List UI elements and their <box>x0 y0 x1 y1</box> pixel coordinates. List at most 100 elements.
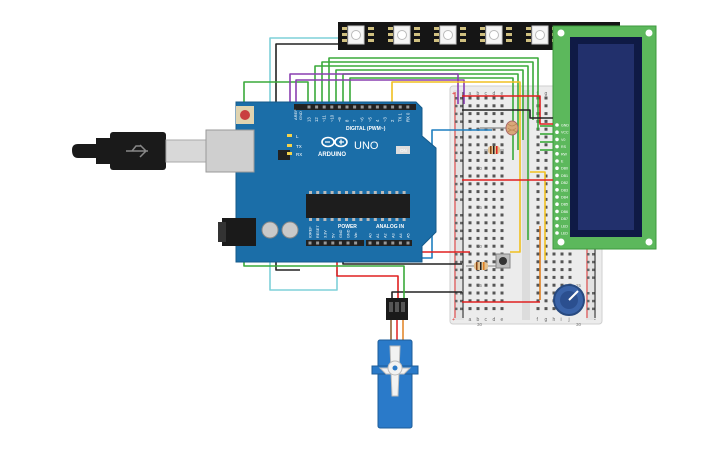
rail-hole <box>455 182 458 186</box>
analog-pin[interactable] <box>398 241 402 245</box>
breadboard-hole <box>568 275 572 279</box>
breadboard-hole <box>500 182 504 186</box>
rail-hole <box>460 276 463 279</box>
breadboard-hole <box>536 299 540 303</box>
breadboard-hole <box>476 299 480 303</box>
breadboard-hole <box>476 112 480 116</box>
servo-motor[interactable] <box>371 298 419 429</box>
resistor-top[interactable] <box>484 146 504 154</box>
photoresistor[interactable] <box>480 120 519 136</box>
breadboard-hole <box>492 112 496 116</box>
lcd-pin-label: DB2 <box>561 181 568 185</box>
digital-pin[interactable] <box>383 105 387 109</box>
rail-hole <box>587 299 590 303</box>
breadboard-hole <box>536 268 540 272</box>
breadboard-hole <box>500 205 504 209</box>
wire-black-top <box>462 109 553 119</box>
digital-pin[interactable] <box>406 105 410 109</box>
breadboard-hole <box>468 190 472 194</box>
breadboard-hole <box>484 213 488 217</box>
rail-hole <box>460 136 463 139</box>
breadboard-hole <box>560 252 564 256</box>
breadboard-hole <box>484 252 488 256</box>
resistor-bottom[interactable] <box>466 262 496 270</box>
breadboard-hole <box>492 127 496 131</box>
breadboard-hole <box>492 307 496 311</box>
power-pin[interactable] <box>316 241 320 245</box>
breadboard-hole <box>468 260 472 264</box>
breadboard-hole <box>492 135 496 139</box>
breadboard-hole <box>476 151 480 155</box>
pushbutton[interactable] <box>495 253 511 269</box>
breadboard-hole <box>484 229 488 233</box>
digital-pin[interactable] <box>353 105 357 109</box>
breadboard-hole <box>544 151 548 155</box>
breadboard-hole <box>492 104 496 108</box>
breadboard-hole <box>500 275 504 279</box>
led-rx-label: RX <box>296 152 302 157</box>
lcd-pin-label: VCC <box>561 131 569 135</box>
analog-pin-label: A1 <box>376 233 380 238</box>
lcd-pin <box>555 166 559 170</box>
analog-pin[interactable] <box>406 241 410 245</box>
digital-pin[interactable] <box>360 105 364 109</box>
column-letter: a <box>469 91 472 97</box>
breadboard-hole <box>468 275 472 279</box>
row-number: 10 <box>477 166 483 171</box>
breadboard-hole <box>544 221 548 225</box>
digital-pin[interactable] <box>307 105 311 109</box>
power-pin[interactable] <box>346 241 350 245</box>
power-pin[interactable] <box>323 241 327 245</box>
digital-pin[interactable] <box>345 105 349 109</box>
digital-pin[interactable] <box>315 105 319 109</box>
digital-pin[interactable] <box>337 105 341 109</box>
analog-pin[interactable] <box>376 241 380 245</box>
power-pin[interactable] <box>338 241 342 245</box>
breadboard-hole <box>492 197 496 201</box>
power-pin[interactable] <box>354 241 358 245</box>
rail-hole <box>460 104 463 108</box>
lcd-pin <box>555 152 559 156</box>
power-pin[interactable] <box>331 241 335 245</box>
potentiometer[interactable] <box>553 284 585 316</box>
rail-hole <box>460 120 463 123</box>
rail-hole <box>455 292 458 295</box>
lcd-pin <box>555 123 559 127</box>
digital-pin[interactable] <box>375 105 379 109</box>
breadboard-hole <box>492 158 496 162</box>
wire-green-2 <box>321 61 534 120</box>
breadboard-hole <box>492 174 496 178</box>
analog-pin[interactable] <box>391 241 395 245</box>
breadboard-hole <box>476 135 480 139</box>
digital-pin[interactable] <box>322 105 326 109</box>
breadboard-hole <box>484 119 488 123</box>
column-letter: i <box>561 317 562 323</box>
breadboard-hole <box>484 135 488 139</box>
breadboard-hole <box>500 213 504 217</box>
wire-green-4 <box>335 69 524 140</box>
rail-hole <box>460 299 463 303</box>
digital-pin-label: RX 0 <box>405 112 410 122</box>
breadboard-hole <box>484 221 488 225</box>
breadboard-hole <box>544 299 548 303</box>
breadboard-hole <box>484 260 488 264</box>
analog-pin[interactable] <box>383 241 387 245</box>
breadboard-hole <box>476 244 480 248</box>
analog-pin[interactable] <box>368 241 372 245</box>
lcd-16x2[interactable]: GNDVCCV0RSRWEDB0DB1DB2DB3DB4DB5DB6DB7LED… <box>552 25 657 250</box>
digital-pin-label: TX 1 <box>398 112 403 122</box>
breadboard-hole <box>484 299 488 303</box>
breadboard-hole <box>492 205 496 209</box>
breadboard-hole <box>536 213 540 217</box>
neopixel-led <box>342 25 374 45</box>
digital-pin[interactable] <box>398 105 402 109</box>
digital-pin[interactable] <box>330 105 334 109</box>
row-number: 25 <box>477 283 483 288</box>
led-tx-label: TX <box>296 144 302 149</box>
analog-pin-label: A3 <box>391 233 395 238</box>
digital-pin[interactable] <box>368 105 372 109</box>
brand-label: ARDUINO <box>318 152 346 158</box>
power-pin[interactable] <box>308 241 312 245</box>
digital-pin[interactable] <box>391 105 395 109</box>
